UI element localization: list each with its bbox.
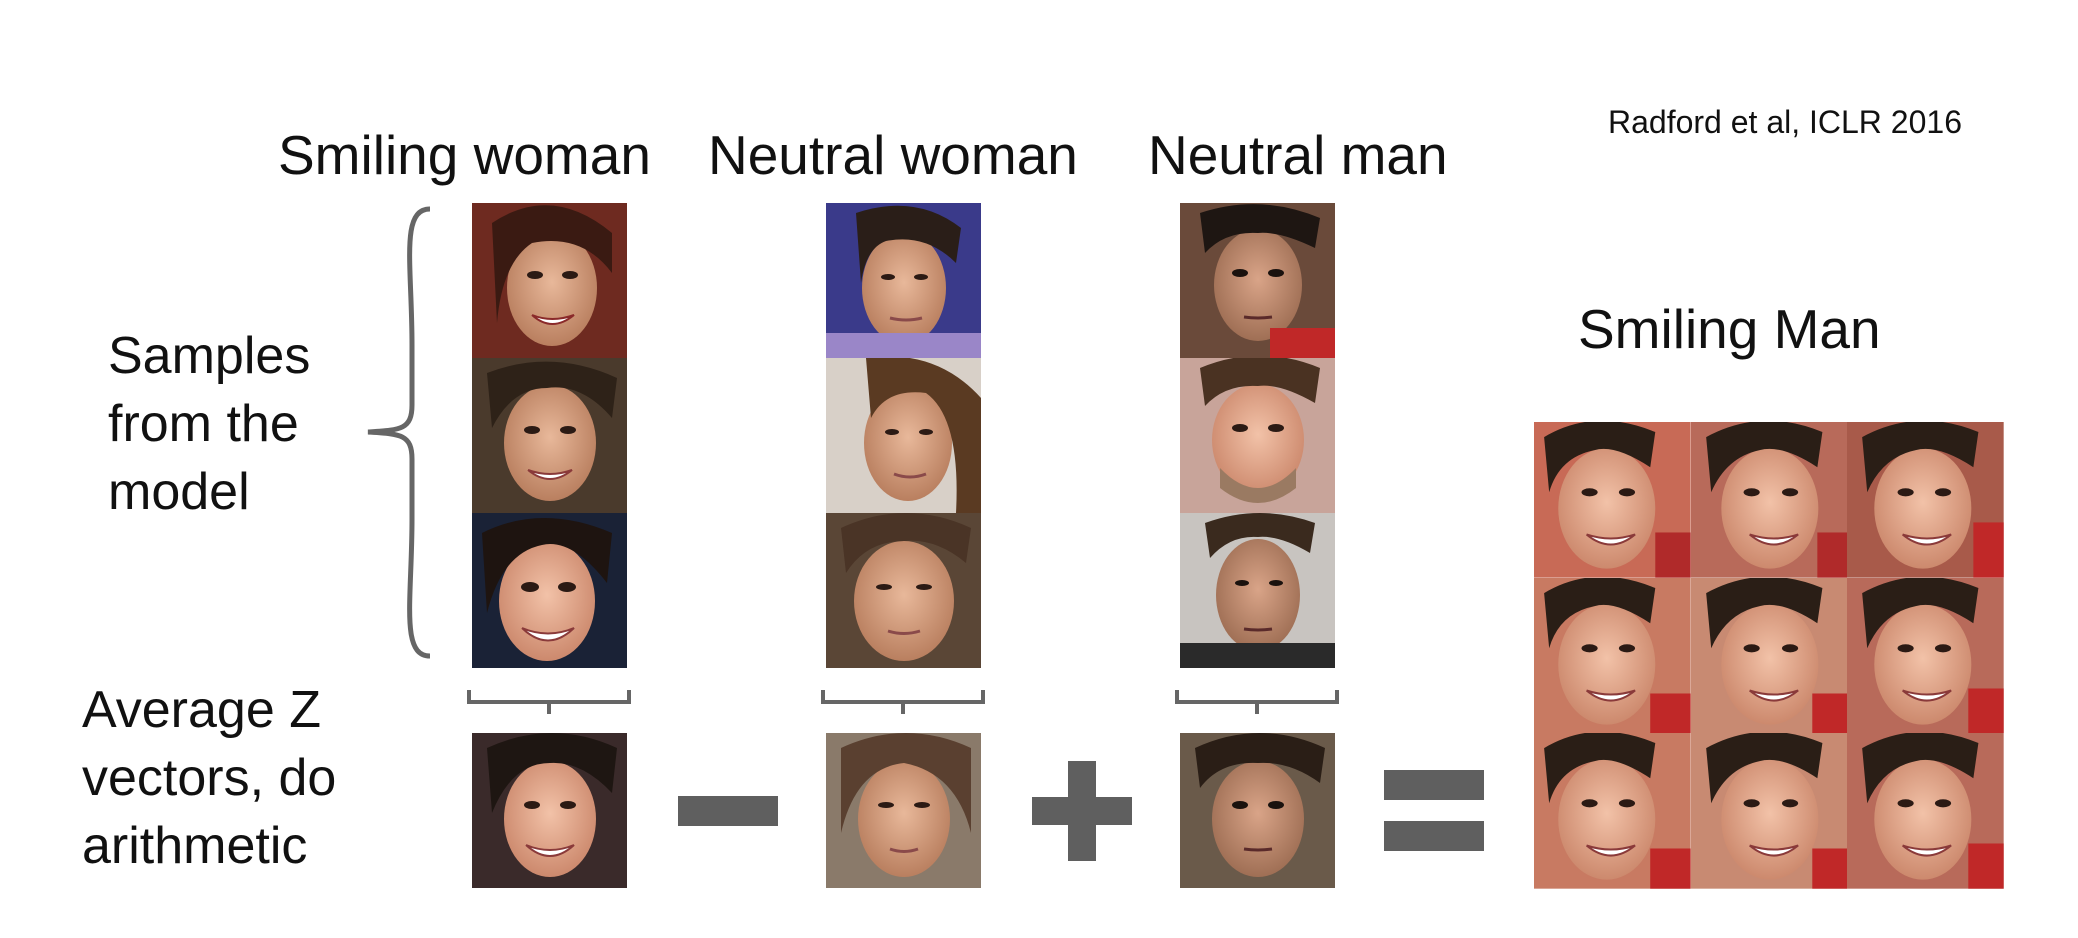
equals-icon-top (1384, 770, 1484, 800)
average-label: Average Z vectors, do arithmetic (82, 676, 336, 880)
samples-label-line-2: from the (108, 395, 299, 453)
face-image (1180, 358, 1335, 513)
average-face-smiling-woman (472, 733, 627, 888)
average-label-line-3: arithmetic (82, 817, 308, 875)
column-title-smiling-woman: Smiling woman (278, 124, 651, 186)
average-face-neutral-man (1180, 733, 1335, 888)
column-title-neutral-woman: Neutral woman (708, 124, 1078, 186)
underbracket (1175, 690, 1339, 714)
equals-icon (1384, 821, 1484, 851)
face-image (826, 513, 981, 668)
face-image (826, 203, 981, 358)
underbracket (467, 690, 631, 714)
minus-icon (678, 796, 778, 826)
face-image (1690, 577, 1848, 734)
face-image (1534, 733, 1691, 889)
face-image (1534, 422, 1691, 578)
samples-label-line-3: model (108, 463, 250, 521)
average-label-line-2: vectors, do (82, 749, 337, 807)
face-image (1180, 203, 1335, 358)
face-image (1847, 577, 2004, 734)
face-image (1690, 733, 1848, 889)
face-image (472, 513, 627, 668)
result-title: Smiling Man (1578, 298, 1881, 360)
face-image (1534, 577, 1691, 734)
face-image (1690, 422, 1848, 578)
column-title-neutral-man: Neutral man (1148, 124, 1448, 186)
face-image (1847, 733, 2004, 889)
samples-label: Samples from the model (108, 322, 310, 526)
citation: Radford et al, ICLR 2016 (1608, 104, 1962, 140)
face-image (1180, 513, 1335, 668)
samples-smiling-woman (472, 203, 627, 668)
average-face-neutral-woman (826, 733, 981, 888)
samples-label-line-1: Samples (108, 327, 311, 385)
curly-brace (367, 206, 431, 659)
face-image (1847, 422, 2004, 578)
face-image (472, 203, 627, 358)
samples-neutral-woman (826, 203, 981, 668)
average-label-line-1: Average Z (82, 681, 321, 739)
face-image (472, 358, 627, 513)
plus-icon (1068, 761, 1096, 861)
samples-neutral-man (1180, 203, 1335, 668)
face-image (826, 358, 981, 513)
underbracket (821, 690, 985, 714)
result-grid-smiling-man (1534, 422, 2004, 889)
